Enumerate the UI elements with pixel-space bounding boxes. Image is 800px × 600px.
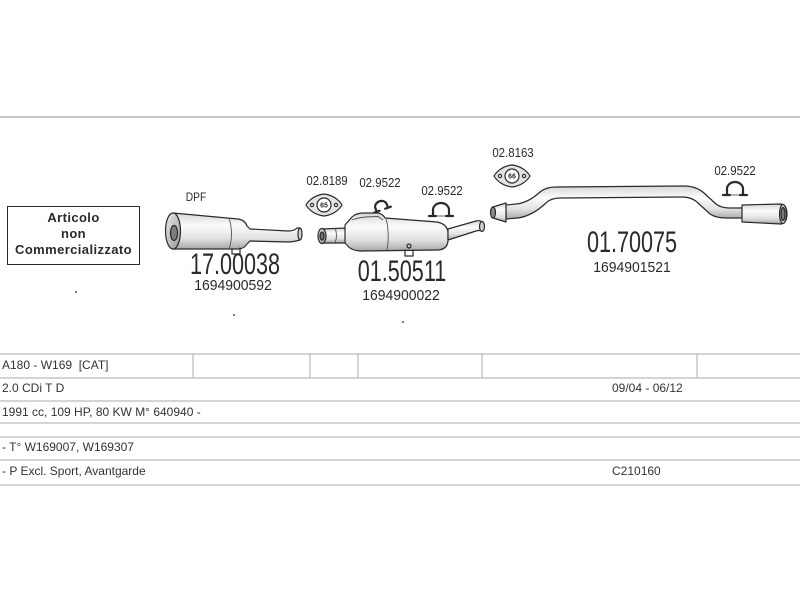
note-line: non	[60, 226, 87, 241]
accessory-code: 02.8189	[306, 173, 348, 188]
part-code: 17.00038	[189, 248, 281, 281]
middle-silencer-drawing	[317, 212, 486, 257]
part-code: 01.70075	[586, 226, 678, 259]
gasket-icon: 65	[305, 193, 343, 217]
gasket-size-mark: 65	[320, 203, 328, 210]
accessory-code: 02.9522	[714, 163, 756, 178]
catalog-code: C210160	[612, 464, 661, 478]
part-code: 01.50511	[357, 255, 447, 288]
oem-number: 1694900022	[362, 287, 440, 304]
vehicle-table-grid	[0, 353, 800, 486]
dpf-filter-drawing	[164, 212, 303, 255]
gasket-icon: 66	[493, 164, 531, 188]
reference-dot	[233, 314, 235, 316]
clamp-icon	[427, 201, 455, 218]
accessory-code: 02.9522	[421, 183, 463, 198]
clamp-icon	[721, 180, 749, 197]
accessory-code: 02.8163	[492, 145, 534, 160]
dpf-tag: DPF	[185, 190, 207, 204]
reference-dot	[75, 291, 77, 293]
tail-pipe-drawing	[489, 185, 788, 225]
note-line: Articolo	[47, 210, 100, 225]
vehicle-model: A180 - W169 [CAT]	[2, 358, 109, 372]
clamp-icon	[372, 199, 392, 214]
vehicle-period: 09/04 - 06/12	[612, 381, 683, 395]
vehicle-specs: 1991 cc, 109 HP, 80 KW M° 640940 -	[2, 405, 201, 419]
reference-dot	[402, 321, 404, 323]
oem-number: 1694900592	[194, 277, 272, 294]
oem-number: 1694901521	[593, 259, 671, 276]
vehicle-engine: 2.0 CDi T D	[2, 381, 65, 395]
vehicle-chassis: - T° W169007, W169307	[2, 440, 134, 454]
not-marketed-note: Articolo non Commercializzato	[7, 206, 140, 265]
gasket-size-mark: 66	[508, 174, 516, 181]
vehicle-notes: - P Excl. Sport, Avantgarde	[2, 464, 146, 478]
note-line: Commercializzato	[15, 242, 132, 257]
accessory-code: 02.9522	[359, 175, 401, 190]
